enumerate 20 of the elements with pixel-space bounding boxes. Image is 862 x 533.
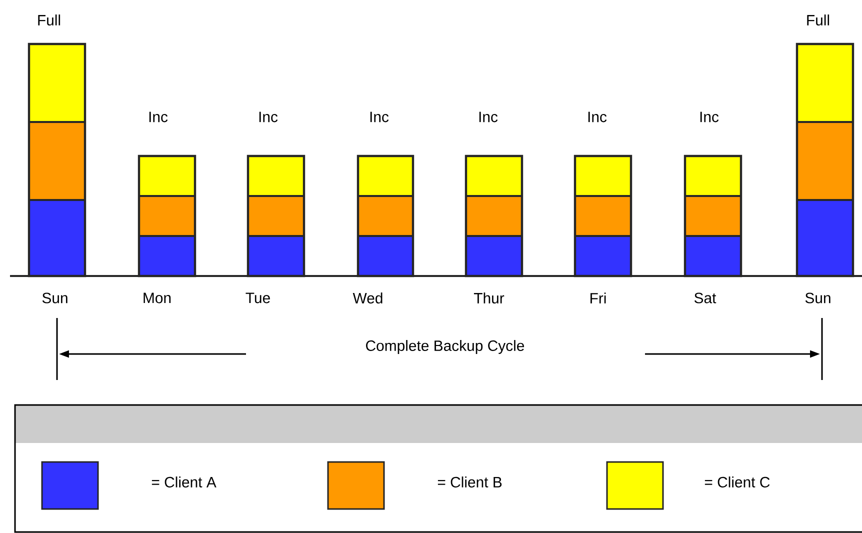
bar-heading: Full (38, 14, 60, 26)
legend-label: = Client B (438, 476, 502, 488)
day-label: Wed (352, 292, 382, 304)
day-label: Thur (474, 292, 504, 304)
day-label: Tue (246, 292, 270, 304)
bar-heading: Inc (479, 112, 498, 122)
bar-heading: Inc (259, 112, 278, 122)
legend-label: = Client A (152, 476, 216, 488)
bar-heading: Full (807, 14, 830, 26)
bar-heading: Inc (700, 112, 719, 122)
bar-heading: Inc (149, 112, 168, 122)
legend-label: = Client C (704, 476, 770, 488)
dimension-label: Complete Backup Cycle (366, 340, 524, 354)
bar-heading: Inc (588, 112, 607, 122)
bar-heading: Inc (370, 112, 389, 122)
day-label: Mon (144, 292, 171, 304)
day-label: Sun (805, 292, 830, 304)
day-label: Sat (694, 292, 716, 304)
day-label: Sun (42, 292, 68, 304)
day-label: Fri (590, 292, 606, 304)
